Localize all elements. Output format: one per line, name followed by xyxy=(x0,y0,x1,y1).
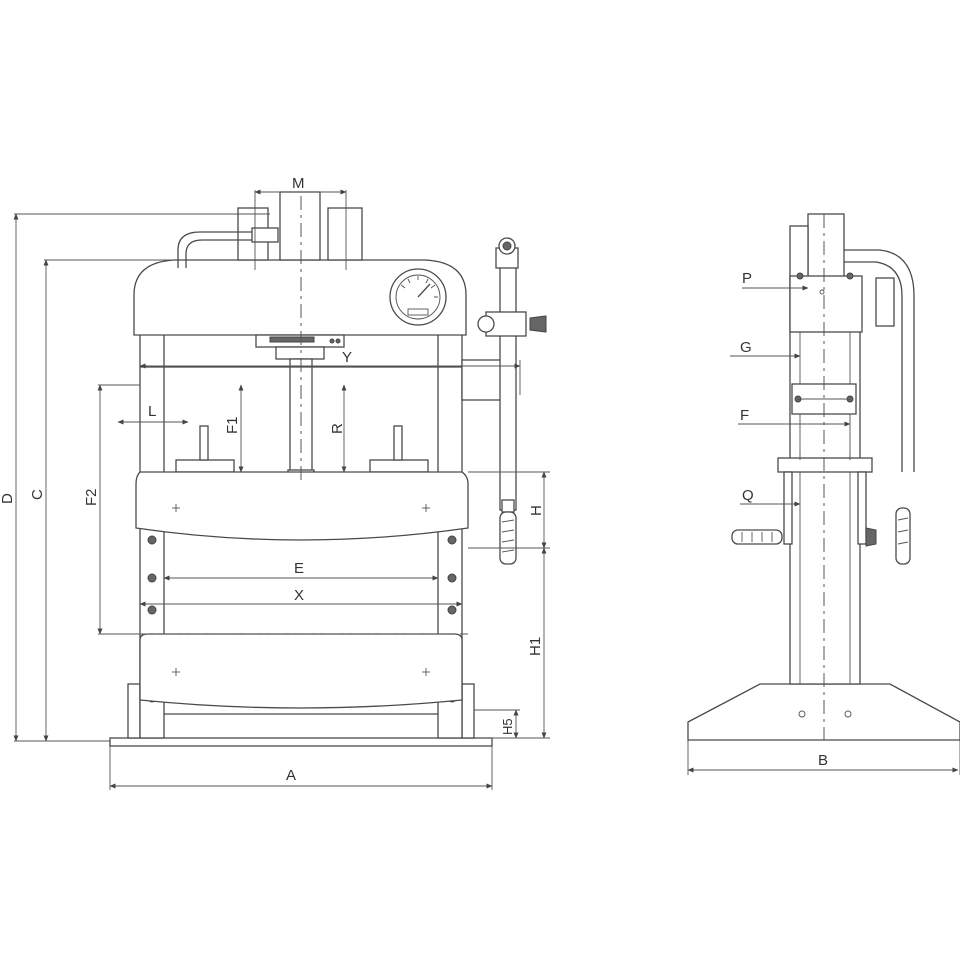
dim-label-h5: H5 xyxy=(500,718,515,735)
side-left-grip-icon xyxy=(731,529,783,545)
lower-bed xyxy=(139,633,463,709)
top-head xyxy=(133,259,467,336)
ram-flange xyxy=(275,346,325,360)
side-view: B xyxy=(687,213,960,775)
ram-marking xyxy=(269,336,315,343)
valve-knob-icon xyxy=(529,315,547,333)
dim-label-l: L xyxy=(148,403,156,420)
left-bolster xyxy=(175,459,235,473)
top-block-2 xyxy=(279,191,321,261)
dim-label-y: Y xyxy=(342,349,352,366)
pump-lever xyxy=(461,237,547,565)
side-column xyxy=(789,277,861,685)
front-view: M D C Y F2 L F1 R H xyxy=(0,175,550,790)
hose-outer xyxy=(177,231,258,268)
dim-label-m: M xyxy=(292,175,305,192)
dim-label-a: A xyxy=(286,767,296,784)
dim-label-f2: F2 xyxy=(83,488,100,506)
dim-label-p: P xyxy=(742,270,752,287)
hose-inner xyxy=(185,239,258,268)
dim-label-g: G xyxy=(740,339,752,356)
side-right-grip-icon xyxy=(895,507,911,565)
left-stud xyxy=(199,425,209,461)
side-top-block xyxy=(807,213,845,279)
dim-label-c: C xyxy=(29,489,46,500)
dim-label-h1: H1 xyxy=(527,637,544,656)
dim-label-f: F xyxy=(740,407,749,424)
dim-label-r: R xyxy=(329,423,346,434)
top-block-3 xyxy=(327,207,363,261)
side-bed xyxy=(777,457,873,473)
side-hose xyxy=(844,249,915,472)
left-foot xyxy=(127,683,141,739)
upper-bed xyxy=(135,471,469,541)
base-plate xyxy=(109,737,493,747)
pressure-gauge-icon xyxy=(389,268,447,326)
dim-label-b: B xyxy=(818,752,828,769)
right-stud xyxy=(393,425,403,461)
dim-label-x: X xyxy=(294,587,304,604)
hose-fitting xyxy=(251,227,279,243)
dim-label-d: D xyxy=(0,493,16,504)
lever-grip-icon xyxy=(499,511,517,565)
side-head xyxy=(789,275,863,333)
right-foot xyxy=(461,683,475,739)
dim-label-q: Q xyxy=(742,487,754,504)
lever-tube xyxy=(499,259,517,511)
dim-label-f1: F1 xyxy=(224,416,241,434)
dim-label-e: E xyxy=(294,560,304,577)
right-bolster xyxy=(369,459,429,473)
dim-label-h: H xyxy=(528,505,545,516)
